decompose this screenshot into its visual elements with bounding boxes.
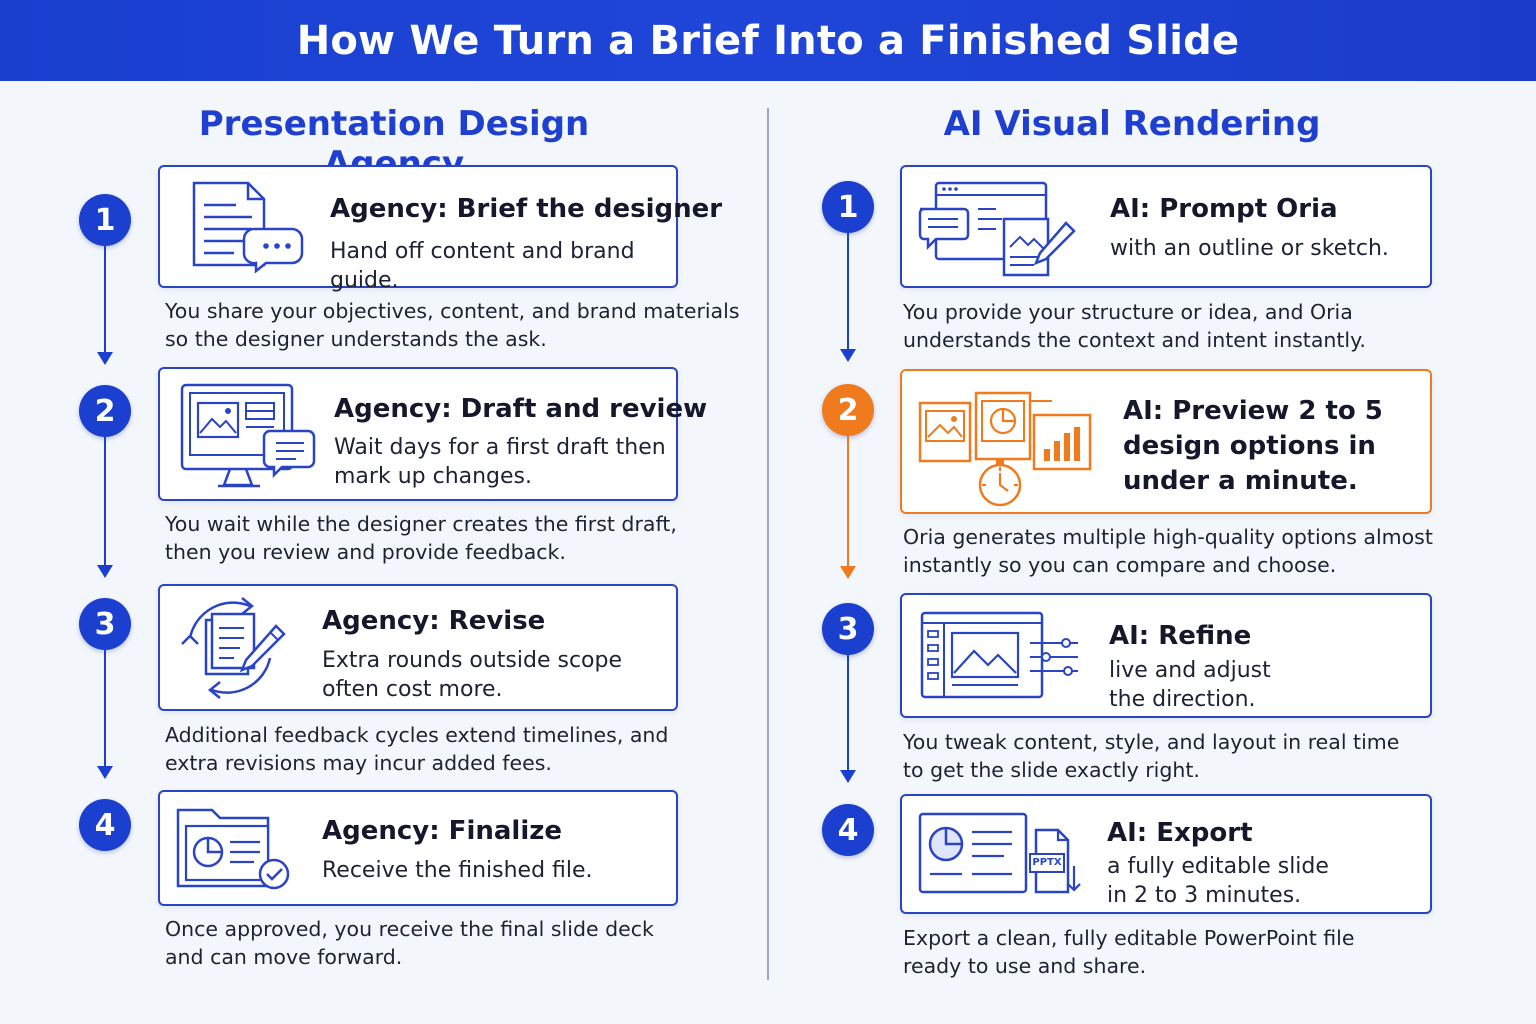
right-step-4-title: AI: Export xyxy=(1107,818,1253,848)
left-step-4-desc-line-1: Once approved, you receive the final sli… xyxy=(165,917,654,941)
left-arrow-1 xyxy=(97,352,113,365)
left-step-1-desc-line-2: so the designer understands the ask. xyxy=(165,327,547,351)
right-connector-1 xyxy=(847,233,849,351)
refine-sliders-icon xyxy=(920,611,1078,699)
left-step-4-desc-line-2: and can move forward. xyxy=(165,945,403,969)
left-arrow-2 xyxy=(97,565,113,578)
left-step-3-subtitle-line-1: Extra rounds outside scope xyxy=(322,648,623,673)
left-step-1-desc-line-1: You share your objectives, content, and … xyxy=(165,299,740,323)
left-step-3-title: Agency: Revise xyxy=(322,606,546,636)
left-step-2-subtitle-line-2: mark up changes. xyxy=(334,464,533,489)
folder-check-icon xyxy=(176,808,290,890)
right-step-1-desc-line-2: understands the context and intent insta… xyxy=(903,328,1366,352)
preview-options-icon xyxy=(918,391,1092,507)
right-step-2-desc-line-2: instantly so you can compare and choose. xyxy=(903,553,1337,577)
left-step-3-subtitle-line-2: often cost more. xyxy=(322,677,503,702)
left-connector-2 xyxy=(104,437,106,567)
right-step-1-title: AI: Prompt Oria xyxy=(1110,194,1338,224)
left-step-3-number: 3 xyxy=(79,598,131,650)
header-banner: How We Turn a Brief Into a Finished Slid… xyxy=(0,0,1536,81)
right-step-1-card: AI: Prompt Oria with an outline or sketc… xyxy=(900,165,1432,288)
left-step-2-subtitle: Wait days for a first draft then mark up… xyxy=(334,433,666,491)
right-step-1-subtitle: with an outline or sketch. xyxy=(1110,236,1389,261)
right-column-title: AI Visual Rendering xyxy=(943,104,1321,144)
left-step-1-subtitle: Hand off content and brand guide. xyxy=(330,239,635,293)
right-step-1-number: 1 xyxy=(822,181,874,233)
right-step-2-card: AI: Preview 2 to 5 design options in und… xyxy=(900,369,1432,514)
right-step-4-desc: Export a clean, fully editable PowerPoin… xyxy=(903,924,1355,980)
left-step-2-desc-line-1: You wait while the designer creates the … xyxy=(165,512,677,536)
right-connector-2 xyxy=(847,436,849,568)
right-step-3-subtitle-line-1: live and adjust xyxy=(1109,658,1271,683)
left-connector-1 xyxy=(104,246,106,354)
right-step-2-number: 2 xyxy=(822,384,874,436)
left-step-4-desc: Once approved, you receive the final sli… xyxy=(165,915,654,971)
left-step-3-desc-line-1: Additional feedback cycles extend timeli… xyxy=(165,723,669,747)
column-divider xyxy=(767,108,769,980)
left-step-4-number: 4 xyxy=(79,799,131,851)
right-step-3-number: 3 xyxy=(822,603,874,655)
document-chat-icon xyxy=(192,181,304,274)
right-step-4-subtitle-line-2: in 2 to 3 minutes. xyxy=(1107,883,1302,908)
left-step-1-number: 1 xyxy=(79,194,131,246)
left-step-3-desc-line-2: extra revisions may incur added fees. xyxy=(165,751,552,775)
right-step-3-card: AI: Refine live and adjust the direction… xyxy=(900,593,1432,718)
left-step-3-desc: Additional feedback cycles extend timeli… xyxy=(165,721,668,777)
left-step-2-title: Agency: Draft and review xyxy=(334,394,708,424)
right-step-2-desc: Oria generates multiple high-quality opt… xyxy=(903,523,1433,579)
right-step-4-subtitle: a fully editable slide in 2 to 3 minutes… xyxy=(1107,852,1329,910)
right-step-4-desc-line-1: Export a clean, fully editable PowerPoin… xyxy=(903,926,1355,950)
left-arrow-3 xyxy=(97,766,113,779)
right-step-1-desc: You provide your structure or idea, and … xyxy=(903,298,1366,354)
right-connector-3 xyxy=(847,655,849,772)
right-step-3-desc-line-1: You tweak content, style, and layout in … xyxy=(903,730,1400,754)
left-step-3-card: Agency: Revise Extra rounds outside scop… xyxy=(158,584,678,711)
left-step-1-desc: You share your objectives, content, and … xyxy=(165,297,740,353)
left-step-2-number: 2 xyxy=(79,385,131,437)
revise-cycle-icon xyxy=(181,597,286,699)
right-arrow-1 xyxy=(840,349,856,362)
left-step-1-card: Agency: Brief the designer Hand off cont… xyxy=(158,165,722,293)
right-step-3-subtitle-line-2: the direction. xyxy=(1109,687,1256,712)
left-step-2-desc-line-2: then you review and provide feedback. xyxy=(165,540,566,564)
right-step-4-desc-line-2: ready to use and share. xyxy=(903,954,1147,978)
right-step-3-subtitle: live and adjust the direction. xyxy=(1109,656,1271,714)
right-step-2-title-line-1: AI: Preview 2 to 5 xyxy=(1123,396,1383,426)
right-step-2-title-line-3: under a minute. xyxy=(1123,466,1358,496)
right-step-1-desc-line-1: You provide your structure or idea, and … xyxy=(903,300,1353,324)
right-step-3-title: AI: Refine xyxy=(1109,621,1252,651)
page-title: How We Turn a Brief Into a Finished Slid… xyxy=(296,17,1240,64)
left-step-4-subtitle: Receive the finished file. xyxy=(322,858,593,883)
right-step-4-card: PPTX AI: Export a fully editable slide i… xyxy=(900,794,1432,914)
right-step-2-title: AI: Preview 2 to 5 design options in und… xyxy=(1123,394,1383,499)
left-step-4-title: Agency: Finalize xyxy=(322,816,563,846)
export-pptx-icon xyxy=(918,812,1081,894)
left-step-2-desc: You wait while the designer creates the … xyxy=(165,510,677,566)
prompt-windows-icon xyxy=(918,181,1076,277)
right-step-4-number: 4 xyxy=(822,804,874,856)
monitor-chat-icon xyxy=(180,383,316,488)
right-step-3-desc-line-2: to get the slide exactly right. xyxy=(903,758,1200,782)
right-step-4-subtitle-line-1: a fully editable slide xyxy=(1107,854,1329,879)
left-step-2-subtitle-line-1: Wait days for a first draft then xyxy=(334,435,666,460)
left-step-4-card: Agency: Finalize Receive the finished fi… xyxy=(158,790,678,906)
left-step-1-title: Agency: Brief the designer xyxy=(330,194,723,224)
left-connector-3 xyxy=(104,650,106,768)
right-step-2-title-line-2: design options in xyxy=(1123,431,1376,461)
right-step-2-desc-line-1: Oria generates multiple high-quality opt… xyxy=(903,525,1433,549)
right-arrow-3 xyxy=(840,770,856,783)
left-step-3-subtitle: Extra rounds outside scope often cost mo… xyxy=(322,646,622,704)
left-column-title: Presentation Design Agency xyxy=(198,104,590,184)
pptx-file-label: PPTX xyxy=(1032,857,1062,868)
right-step-3-desc: You tweak content, style, and layout in … xyxy=(903,728,1399,784)
left-step-2-card: Agency: Draft and review Wait days for a… xyxy=(158,367,707,501)
right-arrow-2 xyxy=(840,566,856,579)
